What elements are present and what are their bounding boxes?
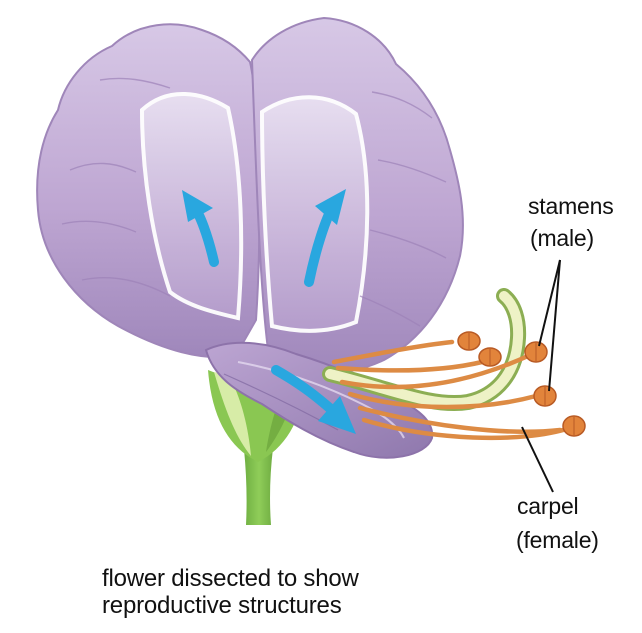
- label-leader-lines: [522, 260, 560, 492]
- carpel-sublabel: (female): [516, 527, 599, 554]
- carpel-label: carpel: [517, 493, 578, 520]
- anther-3: [525, 342, 547, 362]
- stamens-sublabel: (male): [530, 225, 594, 252]
- anther-1: [458, 332, 480, 350]
- caption-line-2: reproductive structures: [102, 592, 342, 619]
- anther-2: [479, 348, 501, 366]
- stamens-label: stamens: [528, 193, 614, 220]
- caption-line-1: flower dissected to show: [102, 565, 359, 592]
- upper-right-petal: [252, 18, 463, 373]
- anther-4: [534, 386, 556, 406]
- upper-left-petal: [37, 24, 259, 357]
- anther-5: [563, 416, 585, 436]
